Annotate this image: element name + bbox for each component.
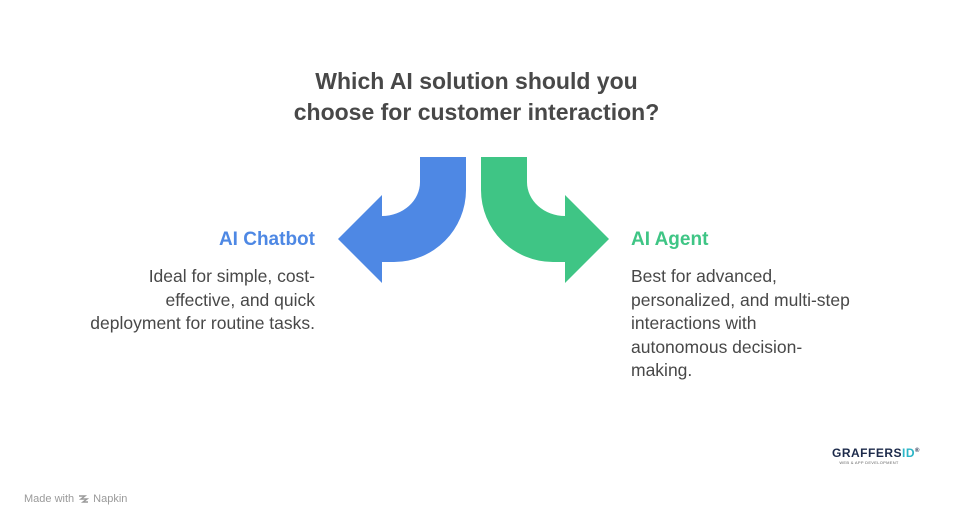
logo-tagline: WEB & APP DEVELOPMENT [839, 460, 899, 465]
graffersid-logo: GRAFFERSID® WEB & APP DEVELOPMENT [832, 446, 919, 468]
left-arrow-icon [338, 157, 466, 283]
napkin-brand: Napkin [93, 493, 128, 505]
description-line: Best for advanced, [631, 266, 777, 286]
description-line: effective, and quick [165, 289, 316, 310]
description-line: personalized, and multi-step [631, 289, 850, 310]
logo-wordmark: GRAFFERSID® [832, 446, 919, 460]
option-heading-ai-chatbot: AI Chatbot [218, 229, 315, 250]
description-line: Ideal for simple, cost- [148, 266, 315, 286]
option-description-ai-chatbot: Ideal for simple, cost- effective, and q… [75, 265, 315, 336]
description-line: deployment for routine tasks. [90, 313, 315, 333]
napkin-logo-icon [79, 494, 90, 503]
title-line-1: Which AI solution should you [315, 68, 638, 94]
logo-main-text: GRAFFERS [832, 446, 902, 460]
logo-registered-mark: ® [915, 448, 920, 454]
option-description-ai-agent: Best for advanced, personalized, and mul… [631, 265, 901, 383]
diagram-title: Which AI solution should you choose for … [0, 66, 953, 128]
option-heading-ai-agent: AI Agent [631, 229, 709, 250]
description-line: autonomous decision- [631, 336, 803, 357]
made-with-label: Made with [24, 493, 75, 505]
logo-accent-text: ID [902, 446, 915, 460]
made-with-napkin[interactable]: Made with Napkin [24, 493, 127, 505]
description-line: making. [631, 360, 693, 380]
description-line: interactions with [631, 313, 757, 333]
right-arrow-icon [481, 157, 609, 283]
title-line-2: choose for customer interaction? [293, 99, 660, 125]
